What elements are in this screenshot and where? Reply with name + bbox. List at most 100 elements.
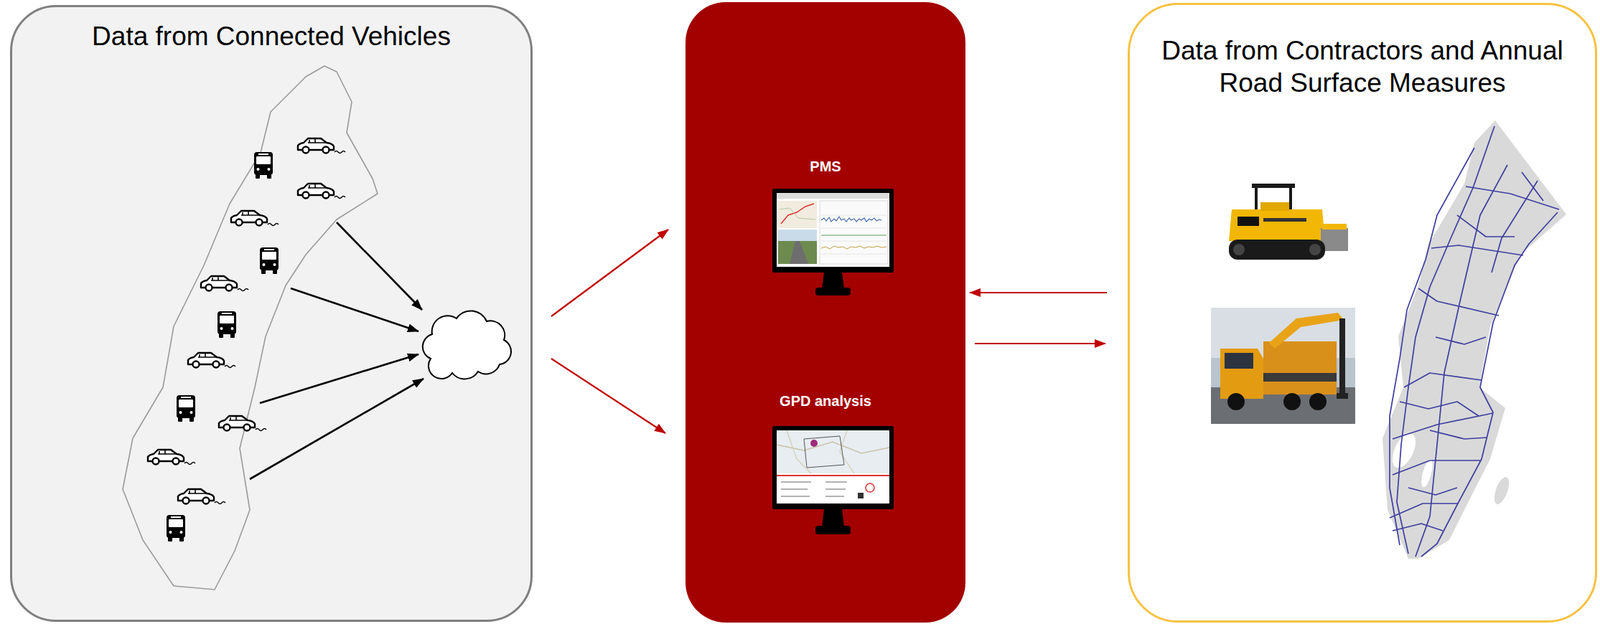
crack-sealing-truck-part (1283, 393, 1301, 411)
vehicle-icons (147, 138, 346, 542)
gpd-monitor-part (810, 440, 818, 448)
gpd-monitor-part (803, 436, 845, 469)
vehicle-icons-part (259, 247, 279, 275)
pms-monitor-part (778, 200, 817, 229)
vehicle-icons-part (218, 416, 267, 432)
vehicle-icons-part (217, 311, 237, 339)
gpd-monitor (772, 426, 894, 535)
gpd-monitor-part (776, 430, 890, 504)
vehicle-icons-part (178, 489, 226, 505)
upload-arrows-part (336, 222, 423, 311)
upload-arrows-part (290, 288, 419, 332)
sweden-road-network-map-part-part (1435, 337, 1486, 345)
flow-arrow (969, 292, 1107, 294)
road-paver-part (1228, 209, 1326, 242)
gpd-monitor-node: GPD analysis (685, 380, 966, 553)
pms-monitor-node: PMS (685, 143, 966, 359)
vehicle-icons-part (166, 515, 186, 542)
flow-arrow (551, 229, 669, 317)
sweden-road-network-map-part-part (1399, 401, 1479, 417)
vehicle-data-panel: Data from Connected Vehicles (10, 5, 533, 623)
flow-arrow (974, 343, 1106, 345)
node-title: PMS (685, 157, 966, 176)
sweden-road-network-map-part-part (1521, 172, 1544, 201)
node-title: Data from Connected Vehicles (12, 21, 531, 53)
gpd-monitor-part (857, 493, 864, 499)
vehicle-icons-part (231, 211, 279, 227)
sweden-road-network-map-part-part (1457, 215, 1515, 237)
gpd-monitor-part (786, 430, 855, 474)
vehicle-icons-part (147, 450, 196, 466)
sweden-outline (122, 66, 378, 591)
gpd-monitor-part (776, 442, 890, 454)
crack-sealing-truck-part (1269, 312, 1344, 349)
road-paver-part (1233, 244, 1245, 256)
sweden-road-network-map-part-part (1392, 413, 1494, 440)
node-title: GPD analysis (685, 392, 966, 410)
road-paver-part (1251, 183, 1295, 189)
pms-monitor-part (821, 246, 887, 250)
sweden-road-network-map-part (1382, 120, 1567, 560)
crack-sealing-truck-part (1336, 393, 1349, 400)
sweden-road-network-map-part-part (1392, 524, 1443, 532)
sweden-road-network-map-part-part (1415, 165, 1508, 558)
sweden-road-network-map-part-part (1429, 430, 1488, 440)
pms-monitor-part (778, 241, 817, 265)
crack-sealing-truck-part (1263, 373, 1337, 382)
road-paver-part (1322, 223, 1347, 230)
contractor-data-panel: Data from Contractors and Annual Road Su… (1127, 2, 1598, 624)
sweden-road-network-map-part (1419, 458, 1435, 489)
sweden-road-network-map-part (1491, 475, 1513, 507)
red-panel (685, 2, 966, 624)
pms-monitor-part (776, 193, 890, 268)
road-paver-part (1228, 239, 1326, 260)
vehicle-icons-part (200, 276, 249, 292)
gpd-monitor-part (776, 430, 890, 474)
pms-monitor (772, 188, 894, 296)
sweden-road-network-map-part-part (1491, 180, 1538, 273)
pms-monitor-part (789, 241, 809, 265)
crack-sealing-truck-part (1224, 353, 1254, 369)
road-paver-part (1237, 216, 1260, 227)
pms-monitor-part (776, 193, 890, 199)
gpd-monitor-part (815, 526, 851, 535)
road-paver-part (1263, 218, 1307, 222)
pms-monitor-part (780, 203, 814, 224)
cloud-symbol (422, 310, 512, 380)
flow-arrow (551, 358, 666, 434)
pms-monitor-part (815, 287, 851, 296)
node-title: Data from Contractors and Annual Road Su… (1129, 34, 1595, 100)
sweden-road-network-map-part-part (1389, 147, 1475, 546)
road-paver-part (1254, 186, 1258, 210)
crack-sealing-truck-part (1210, 307, 1356, 425)
vehicle-icons-part (297, 138, 346, 154)
gpd-monitor-part (821, 509, 845, 527)
gpd-monitor-part (776, 475, 890, 477)
pms-monitor-part (821, 215, 887, 255)
sweden-road-network-map-part-part (1465, 186, 1560, 210)
road-paver-part (1289, 186, 1293, 210)
sweden-road-network-map-part (1389, 126, 1560, 558)
sweden-road-network-map (1382, 120, 1567, 560)
vehicle-icons-part (176, 395, 196, 423)
road-paver-part (1309, 244, 1321, 256)
sweden-road-network-map-part-part (1392, 460, 1481, 476)
crack-sealing-truck-part (1263, 341, 1337, 395)
pms-monitor-part (821, 234, 887, 236)
vehicle-icons-part (297, 183, 346, 199)
sweden-road-network-map-part-part (1396, 126, 1495, 555)
sweden-road-network-map-part-part (1431, 245, 1524, 256)
gpd-monitor-part (865, 483, 875, 493)
vehicle-icons-part (254, 152, 273, 179)
vehicle-icons-part (188, 353, 236, 369)
road-paver-part (1260, 202, 1290, 212)
upload-arrows (249, 222, 424, 480)
upload-arrows-part (249, 379, 424, 480)
gpd-monitor-part (780, 482, 848, 497)
crack-sealing-truck-part (1309, 393, 1327, 411)
crack-sealing-truck-part (1339, 318, 1346, 397)
sweden-road-network-map-part-part (1421, 212, 1558, 558)
crack-sealing-truck (1210, 307, 1356, 425)
gpd-monitor-part (772, 426, 894, 510)
sweden-road-network-map-part-part (1408, 488, 1458, 496)
